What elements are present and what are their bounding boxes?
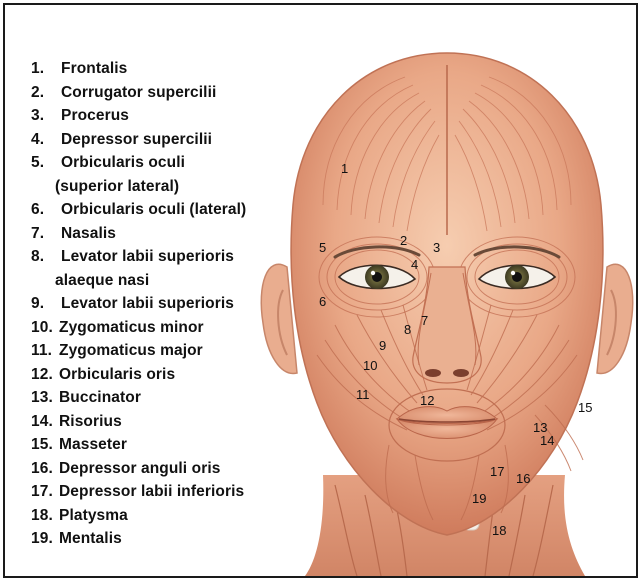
- legend-item: 4.Depressor supercilii: [31, 128, 281, 152]
- legend-item: 5.Orbicularis oculi: [31, 151, 281, 175]
- legend-item-number: 12.: [31, 363, 59, 387]
- legend-item-number: 13.: [31, 386, 59, 410]
- legend-item: 9.Levator labii superioris: [31, 292, 281, 316]
- legend-item-name: Buccinator: [59, 389, 141, 406]
- muscle-label-6: 6: [319, 295, 326, 309]
- muscle-label-11: 11: [356, 388, 370, 402]
- legend-item-name: Depressor supercilii: [61, 131, 212, 148]
- legend-item: 16.Depressor anguli oris: [31, 457, 281, 481]
- legend-item-name: Platysma: [59, 507, 128, 524]
- legend-item: 14.Risorius: [31, 410, 281, 434]
- muscle-label-4: 4: [411, 258, 418, 272]
- muscle-label-17: 17: [490, 465, 504, 479]
- legend-item-name: Levator labii superioris: [61, 295, 234, 312]
- legend-item-name: Procerus: [61, 107, 129, 124]
- legend-item-name: Depressor anguli oris: [59, 460, 220, 477]
- muscle-label-8: 8: [404, 323, 411, 337]
- muscle-label-15: 15: [578, 401, 592, 415]
- legend-item-number: 9.: [31, 292, 61, 316]
- legend-item-name: Orbicularis oculi (lateral): [61, 201, 246, 218]
- legend-item-name: Zygomaticus major: [59, 342, 203, 359]
- legend-item-continuation: alaeque nasi: [31, 269, 281, 293]
- legend-item: 19.Mentalis: [31, 527, 281, 551]
- legend-item: 15.Masseter: [31, 433, 281, 457]
- muscle-label-12: 12: [420, 394, 434, 408]
- legend-item: 11.Zygomaticus major: [31, 339, 281, 363]
- legend-item: 17.Depressor labii inferioris: [31, 480, 281, 504]
- legend-item-name: Depressor labii inferioris: [59, 483, 244, 500]
- legend-item-number: 11.: [31, 339, 59, 363]
- legend-item-name: Masseter: [59, 436, 127, 453]
- legend-item-number: 15.: [31, 433, 59, 457]
- legend-item-number: 19.: [31, 527, 59, 551]
- muscle-label-14: 14: [540, 434, 554, 448]
- legend-item: 1.Frontalis: [31, 57, 281, 81]
- muscle-label-10: 10: [363, 359, 377, 373]
- legend-item-name: Zygomaticus minor: [59, 319, 204, 336]
- muscle-label-16: 16: [516, 472, 530, 486]
- legend-item-name: Frontalis: [61, 60, 127, 77]
- legend-item-number: 1.: [31, 57, 61, 81]
- legend-item: 2.Corrugator supercilii: [31, 81, 281, 105]
- legend-item-number: 3.: [31, 104, 61, 128]
- legend-item-number: 17.: [31, 480, 59, 504]
- legend-item: 6.Orbicularis oculi (lateral): [31, 198, 281, 222]
- legend-item-continuation: (superior lateral): [31, 175, 281, 199]
- legend-item-name: Levator labii superioris: [61, 248, 234, 265]
- legend-item-name: Orbicularis oris: [59, 366, 175, 383]
- legend-item: 8.Levator labii superioris: [31, 245, 281, 269]
- muscle-label-2: 2: [400, 234, 407, 248]
- muscle-label-7: 7: [421, 314, 428, 328]
- legend-item-name: Orbicularis oculi: [61, 154, 185, 171]
- legend-item: 3.Procerus: [31, 104, 281, 128]
- legend-item-number: 7.: [31, 222, 61, 246]
- legend-item-number: 4.: [31, 128, 61, 152]
- muscle-label-3: 3: [433, 241, 440, 255]
- legend-item-number: 6.: [31, 198, 61, 222]
- legend-item: 18.Platysma: [31, 504, 281, 528]
- legend-item-number: 8.: [31, 245, 61, 269]
- legend-item-number: 14.: [31, 410, 59, 434]
- legend-item-number: 2.: [31, 81, 61, 105]
- legend-item: 7.Nasalis: [31, 222, 281, 246]
- legend-item: 10.Zygomaticus minor: [31, 316, 281, 340]
- legend-item-name: Risorius: [59, 413, 122, 430]
- muscle-label-18: 18: [492, 524, 506, 538]
- legend-item-name: Nasalis: [61, 225, 116, 242]
- legend-item: 13.Buccinator: [31, 386, 281, 410]
- legend-item-number: 10.: [31, 316, 59, 340]
- legend-item: 12.Orbicularis oris: [31, 363, 281, 387]
- legend-item-number: 18.: [31, 504, 59, 528]
- muscle-label-9: 9: [379, 339, 386, 353]
- legend-item-name: Mentalis: [59, 530, 122, 547]
- legend-item-number: 16.: [31, 457, 59, 481]
- legend-item-name: Corrugator supercilii: [61, 84, 216, 101]
- muscle-label-19: 19: [472, 492, 486, 506]
- legend-item-number: 5.: [31, 151, 61, 175]
- muscle-label-1: 1: [341, 162, 348, 176]
- muscle-label-5: 5: [319, 241, 326, 255]
